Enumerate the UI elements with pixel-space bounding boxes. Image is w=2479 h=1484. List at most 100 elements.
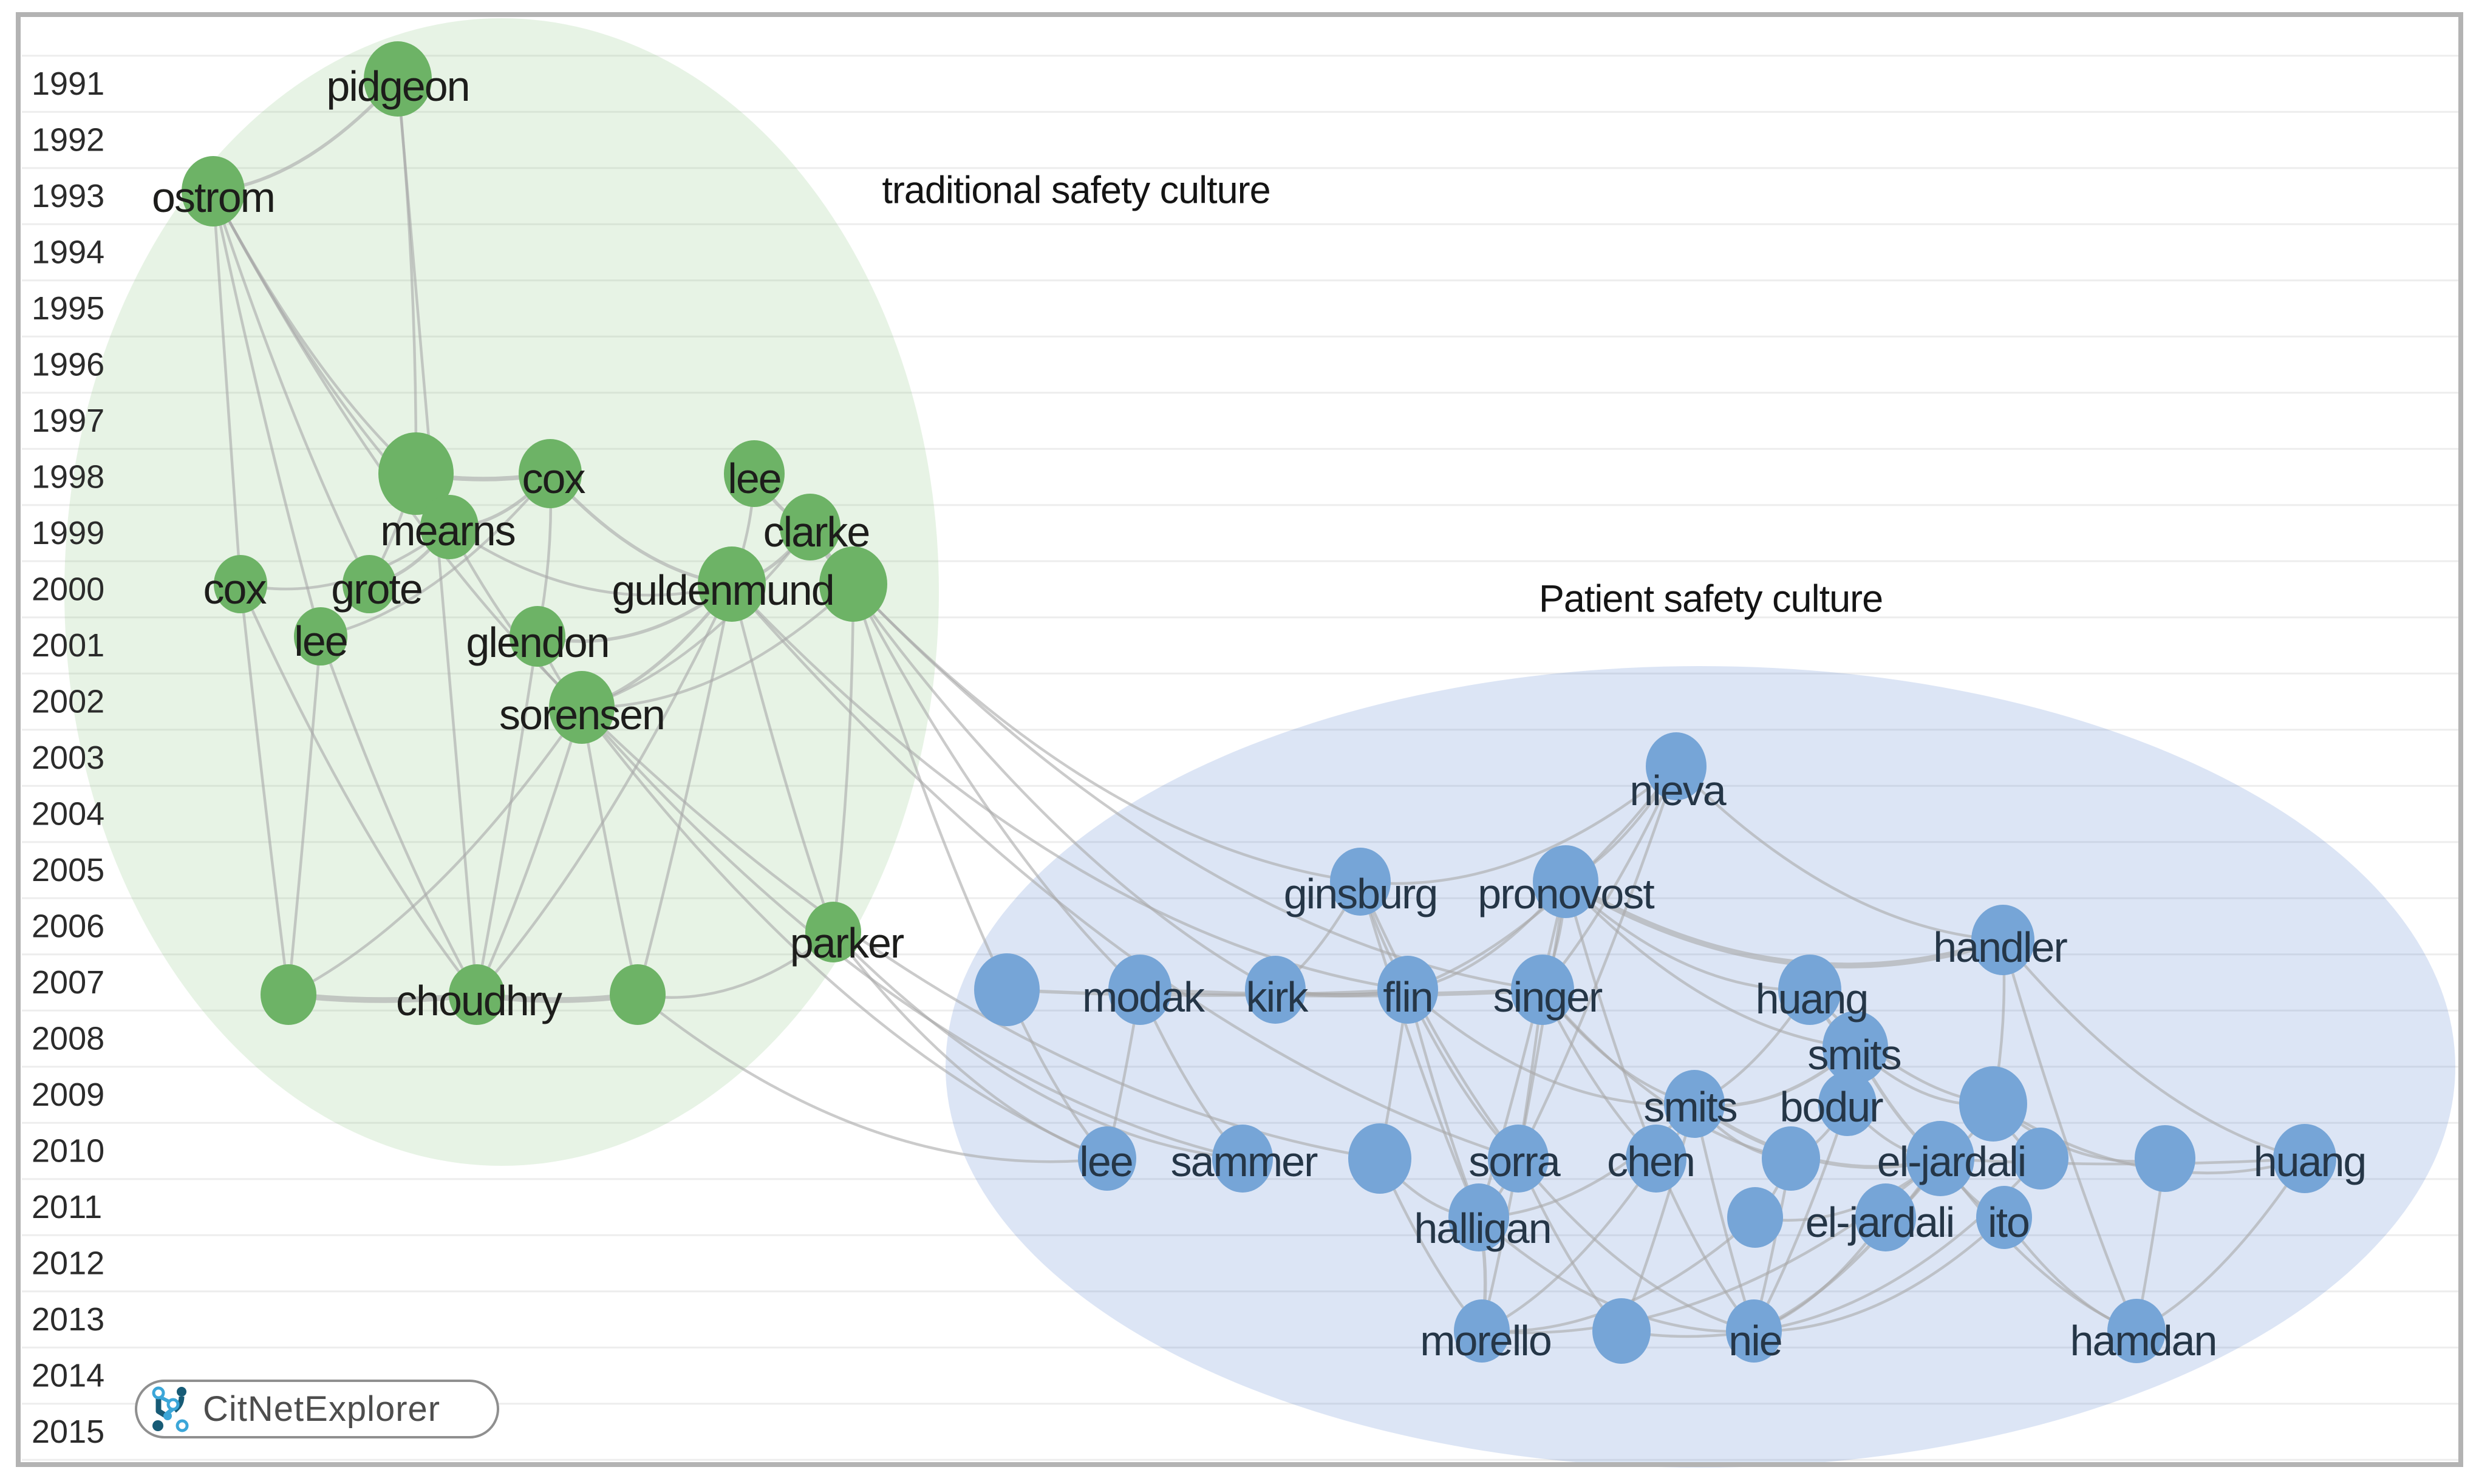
node-eljard11[interactable] bbox=[1855, 1183, 1916, 1251]
node-lee00[interactable] bbox=[294, 607, 347, 665]
node-nie[interactable] bbox=[1726, 1299, 1782, 1363]
citation-edge bbox=[2001, 938, 2307, 1160]
node-kirk[interactable] bbox=[1245, 956, 1306, 1024]
node-nieva[interactable] bbox=[1646, 732, 1707, 800]
citation-edge bbox=[211, 189, 371, 586]
node-smits09[interactable] bbox=[1664, 1070, 1725, 1138]
citnetexplorer-logo[interactable]: CitNetExplorer bbox=[135, 1380, 499, 1438]
node-sammer[interactable] bbox=[1212, 1125, 1273, 1193]
node-sorensen[interactable] bbox=[549, 671, 615, 744]
citation-edge bbox=[851, 582, 1362, 883]
citation-edge bbox=[287, 635, 322, 996]
node-unl07b[interactable] bbox=[610, 964, 666, 1025]
node-label-ginsburg: ginsburg bbox=[1284, 870, 1437, 917]
node-label-clarke: clarke bbox=[763, 508, 870, 556]
year-label-2005: 2005 bbox=[32, 852, 104, 888]
node-pidgeon[interactable] bbox=[364, 41, 432, 117]
citation-edge bbox=[851, 582, 1544, 992]
node-hamdan[interactable] bbox=[2107, 1299, 2166, 1363]
node-parker[interactable] bbox=[805, 902, 861, 962]
node-singer[interactable] bbox=[1511, 955, 1574, 1025]
year-label-2002: 2002 bbox=[32, 684, 104, 720]
node-handler[interactable] bbox=[1971, 905, 2034, 975]
node-eljard10[interactable] bbox=[1906, 1121, 1974, 1196]
node-label-parker: parker bbox=[790, 919, 904, 967]
citation-edge bbox=[287, 706, 584, 996]
citation-edge bbox=[580, 582, 855, 709]
node-bunl07[interactable] bbox=[974, 953, 1040, 1026]
node-label-modak: modak bbox=[1082, 973, 1205, 1021]
year-label-2001: 2001 bbox=[32, 627, 104, 664]
node-guldenmund[interactable] bbox=[698, 546, 766, 622]
node-ginsburg[interactable] bbox=[1330, 848, 1391, 916]
node-label-nieva: nieva bbox=[1629, 767, 1726, 814]
node-unl00[interactable] bbox=[819, 546, 887, 622]
node-label-smits09: smits bbox=[1643, 1083, 1736, 1131]
node-unl09[interactable] bbox=[1959, 1066, 2027, 1142]
node-label-huang07: huang bbox=[1756, 975, 1868, 1023]
node-unl13[interactable] bbox=[1592, 1298, 1651, 1364]
node-cox00[interactable] bbox=[214, 555, 267, 613]
year-label-1997: 1997 bbox=[32, 403, 104, 439]
node-label-halligan: halligan bbox=[1414, 1205, 1550, 1252]
node-ostrom[interactable] bbox=[182, 156, 245, 226]
citation-edge bbox=[1563, 879, 2006, 968]
node-huang07[interactable] bbox=[1778, 955, 1841, 1025]
node-glendon[interactable] bbox=[510, 606, 565, 667]
citation-edge bbox=[1516, 1157, 1756, 1333]
citation-edge bbox=[808, 525, 1277, 992]
node-huang10[interactable] bbox=[2273, 1124, 2336, 1193]
node-grote[interactable] bbox=[343, 555, 396, 613]
citation-edge bbox=[1359, 880, 1520, 1160]
citation-edge bbox=[211, 189, 322, 638]
node-big98[interactable] bbox=[378, 432, 454, 515]
node-unl10b[interactable] bbox=[1762, 1126, 1820, 1191]
citation-edge bbox=[730, 582, 1410, 992]
chart-border bbox=[16, 12, 2463, 1467]
node-unl07a[interactable] bbox=[261, 964, 316, 1025]
node-label-sorra: sorra bbox=[1468, 1138, 1561, 1185]
citation-edge bbox=[1137, 987, 1545, 998]
node-bodur[interactable] bbox=[1818, 1072, 1877, 1136]
year-label-2000: 2000 bbox=[32, 571, 104, 608]
node-unl10c[interactable] bbox=[2013, 1128, 2068, 1190]
citation-edge bbox=[1674, 764, 2005, 942]
year-label-1996: 1996 bbox=[32, 347, 104, 383]
year-label-1999: 1999 bbox=[32, 515, 104, 551]
node-morello[interactable] bbox=[1454, 1299, 1510, 1363]
year-label-2003: 2003 bbox=[32, 740, 104, 776]
node-halligan[interactable] bbox=[1448, 1183, 1509, 1251]
node-chen[interactable] bbox=[1626, 1125, 1686, 1193]
node-lee98[interactable] bbox=[724, 440, 785, 507]
year-label-2014: 2014 bbox=[32, 1358, 104, 1394]
citation-edge bbox=[851, 582, 1009, 992]
node-ito[interactable] bbox=[1976, 1186, 2032, 1249]
year-label-2015: 2015 bbox=[32, 1414, 104, 1450]
citation-edge bbox=[239, 582, 479, 996]
node-lee10[interactable] bbox=[1078, 1126, 1136, 1191]
citation-edge bbox=[580, 706, 1244, 1160]
node-unl11[interactable] bbox=[1727, 1187, 1783, 1248]
citation-edge bbox=[831, 582, 855, 934]
citation-edge bbox=[831, 930, 1244, 1160]
node-flin[interactable] bbox=[1377, 956, 1438, 1024]
node-choudhry[interactable] bbox=[449, 964, 505, 1025]
cluster-label-traditional-safety-culture: traditional safety culture bbox=[882, 169, 1270, 212]
node-clarke[interactable] bbox=[780, 494, 841, 560]
node-modak[interactable] bbox=[1108, 955, 1171, 1025]
node-label-grote: grote bbox=[331, 565, 422, 613]
year-label-1994: 1994 bbox=[32, 234, 104, 271]
node-pronovost[interactable] bbox=[1533, 845, 1598, 918]
citation-edge bbox=[1564, 880, 1658, 1160]
node-smits08[interactable] bbox=[1823, 1011, 1888, 1084]
node-unl10a[interactable] bbox=[1348, 1123, 1411, 1194]
node-label-eljard11: el-jardali bbox=[1806, 1199, 1954, 1246]
node-unl10d[interactable] bbox=[2135, 1125, 2195, 1192]
node-cox98[interactable] bbox=[519, 439, 582, 508]
citnetexplorer-logo-icon bbox=[152, 1386, 189, 1432]
year-label-2006: 2006 bbox=[32, 908, 104, 945]
citation-edge bbox=[831, 930, 1109, 1160]
node-sorra[interactable] bbox=[1488, 1125, 1549, 1193]
node-mearns[interactable] bbox=[420, 495, 479, 559]
year-label-1993: 1993 bbox=[32, 178, 104, 214]
